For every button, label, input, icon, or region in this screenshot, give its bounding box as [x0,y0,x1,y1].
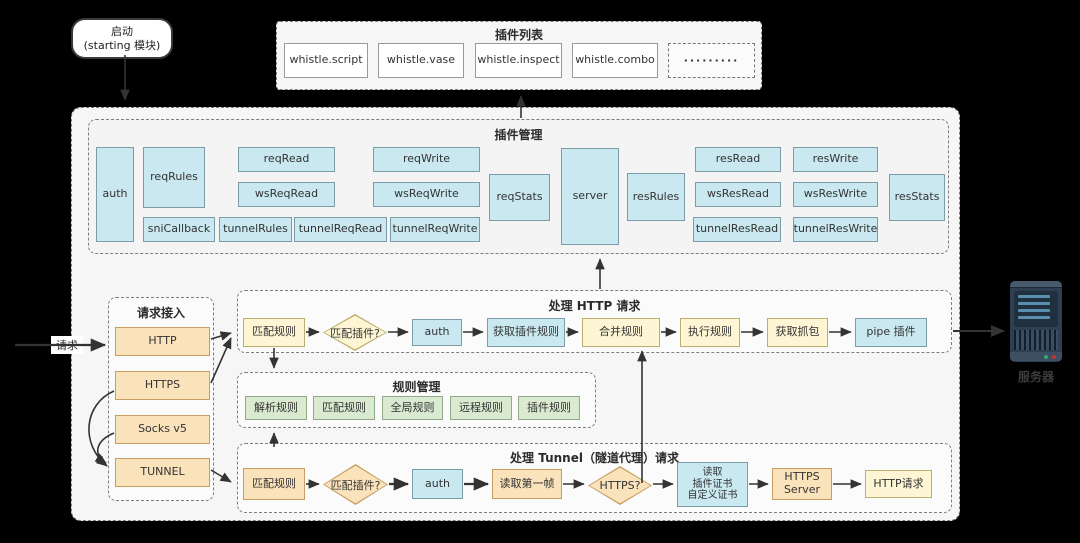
rule-plugin: 插件规则 [518,396,580,420]
rule-global: 全局规则 [382,396,443,420]
hook-resrules: resRules [627,173,685,221]
hook-tunnelreqwrite: tunnelReqWrite [390,217,480,242]
http-decision-match-plugin: 匹配插件? [323,314,387,351]
incoming-request-label: 请求 [51,336,83,354]
hook-reqstats: reqStats [489,174,550,221]
hook-tunnelreqread: tunnelReqRead [294,217,387,242]
rule-manager-title: 规则管理 [392,380,441,394]
plugin-item-more: ········· [668,43,755,78]
plugin-item: whistle.combo [572,43,658,78]
hook-server: server [561,148,619,245]
entry-socks: Socks v5 [115,415,210,444]
plugin-item: whistle.vase [378,43,464,78]
tunnel-step-match-rules: 匹配规则 [243,468,305,500]
http-step-merge-rules: 合并规则 [582,318,660,347]
tunnel-step-http-request: HTTP请求 [865,470,932,498]
server-led-red [1052,354,1056,359]
start-node-title: 启动 [111,24,133,38]
start-node-subtitle: (starting 模块) [83,38,161,52]
hook-resstats: resStats [889,174,945,221]
target-server-icon [1010,281,1062,362]
tunnel-step-auth: auth [412,469,463,499]
hook-reqread: reqRead [238,147,335,172]
http-step-pipe-plugin: pipe 插件 [855,318,927,347]
server-slot-bar [1018,302,1050,305]
server-slot-bar [1018,295,1050,298]
tunnel-step-read-frame: 读取第一帧 [492,469,562,499]
rule-match: 匹配规则 [313,396,375,420]
server-panel [1014,291,1058,327]
hook-tunnelreswrite: tunnelResWrite [793,217,878,242]
http-step-match-rules: 匹配规则 [243,318,305,347]
hook-tunnelresread: tunnelResRead [693,217,781,242]
server-slot-bar [1018,316,1050,319]
plugin-list-title: 插件列表 [494,28,543,42]
server-grill [1014,330,1058,350]
http-step-capture: 获取抓包 [767,318,828,347]
http-step-get-plugin-rules: 获取插件规则 [487,318,565,347]
hook-snicallback: sniCallback [143,217,215,242]
entry-https: HTTPS [115,371,210,400]
request-entry-title: 请求接入 [136,306,185,320]
server-slot-bar [1018,309,1050,312]
rule-remote: 远程规则 [450,396,512,420]
hook-reswrite: resWrite [793,147,878,172]
hook-tunnelrules: tunnelRules [219,217,292,242]
server-cap [1010,281,1062,288]
plugin-manager-title: 插件管理 [494,128,543,142]
hook-wsreqread: wsReqRead [238,182,335,207]
tunnel-step-https-server: HTTPS Server [772,468,832,500]
hook-resread: resRead [695,147,781,172]
target-server-label: 服务器 [1017,370,1054,384]
start-node: 启动 (starting 模块) [71,18,173,59]
server-base [1010,352,1062,361]
plugin-item: whistle.script [284,43,368,78]
server-led-green [1044,354,1048,359]
diamond-label: 匹配插件? [330,326,380,340]
hook-reqrules: reqRules [143,147,205,208]
hook-wsreswrite: wsResWrite [793,182,878,207]
tunnel-flow-title: 处理 Tunnel（隧道代理）请求 [510,451,679,465]
rule-parse: 解析规则 [245,396,307,420]
hook-wsresread: wsResRead [695,182,781,207]
plugin-item: whistle.inspect [475,43,562,78]
tunnel-decision-match-plugin: 匹配插件? [323,464,388,505]
http-flow-title: 处理 HTTP 请求 [548,299,641,313]
hook-reqwrite: reqWrite [373,147,480,172]
hook-wsreqwrite: wsReqWrite [373,182,480,207]
entry-http: HTTP [115,327,210,356]
tunnel-step-read-cert: 读取 插件证书 自定义证书 [677,462,748,507]
diamond-label: 匹配插件? [330,478,381,492]
hook-auth: auth [96,147,134,242]
entry-tunnel: TUNNEL [115,458,210,487]
http-step-auth: auth [412,319,462,346]
diamond-label: HTTPS? [599,479,641,492]
http-step-exec-rules: 执行规则 [680,318,740,347]
tunnel-decision-https: HTTPS? [588,466,652,505]
